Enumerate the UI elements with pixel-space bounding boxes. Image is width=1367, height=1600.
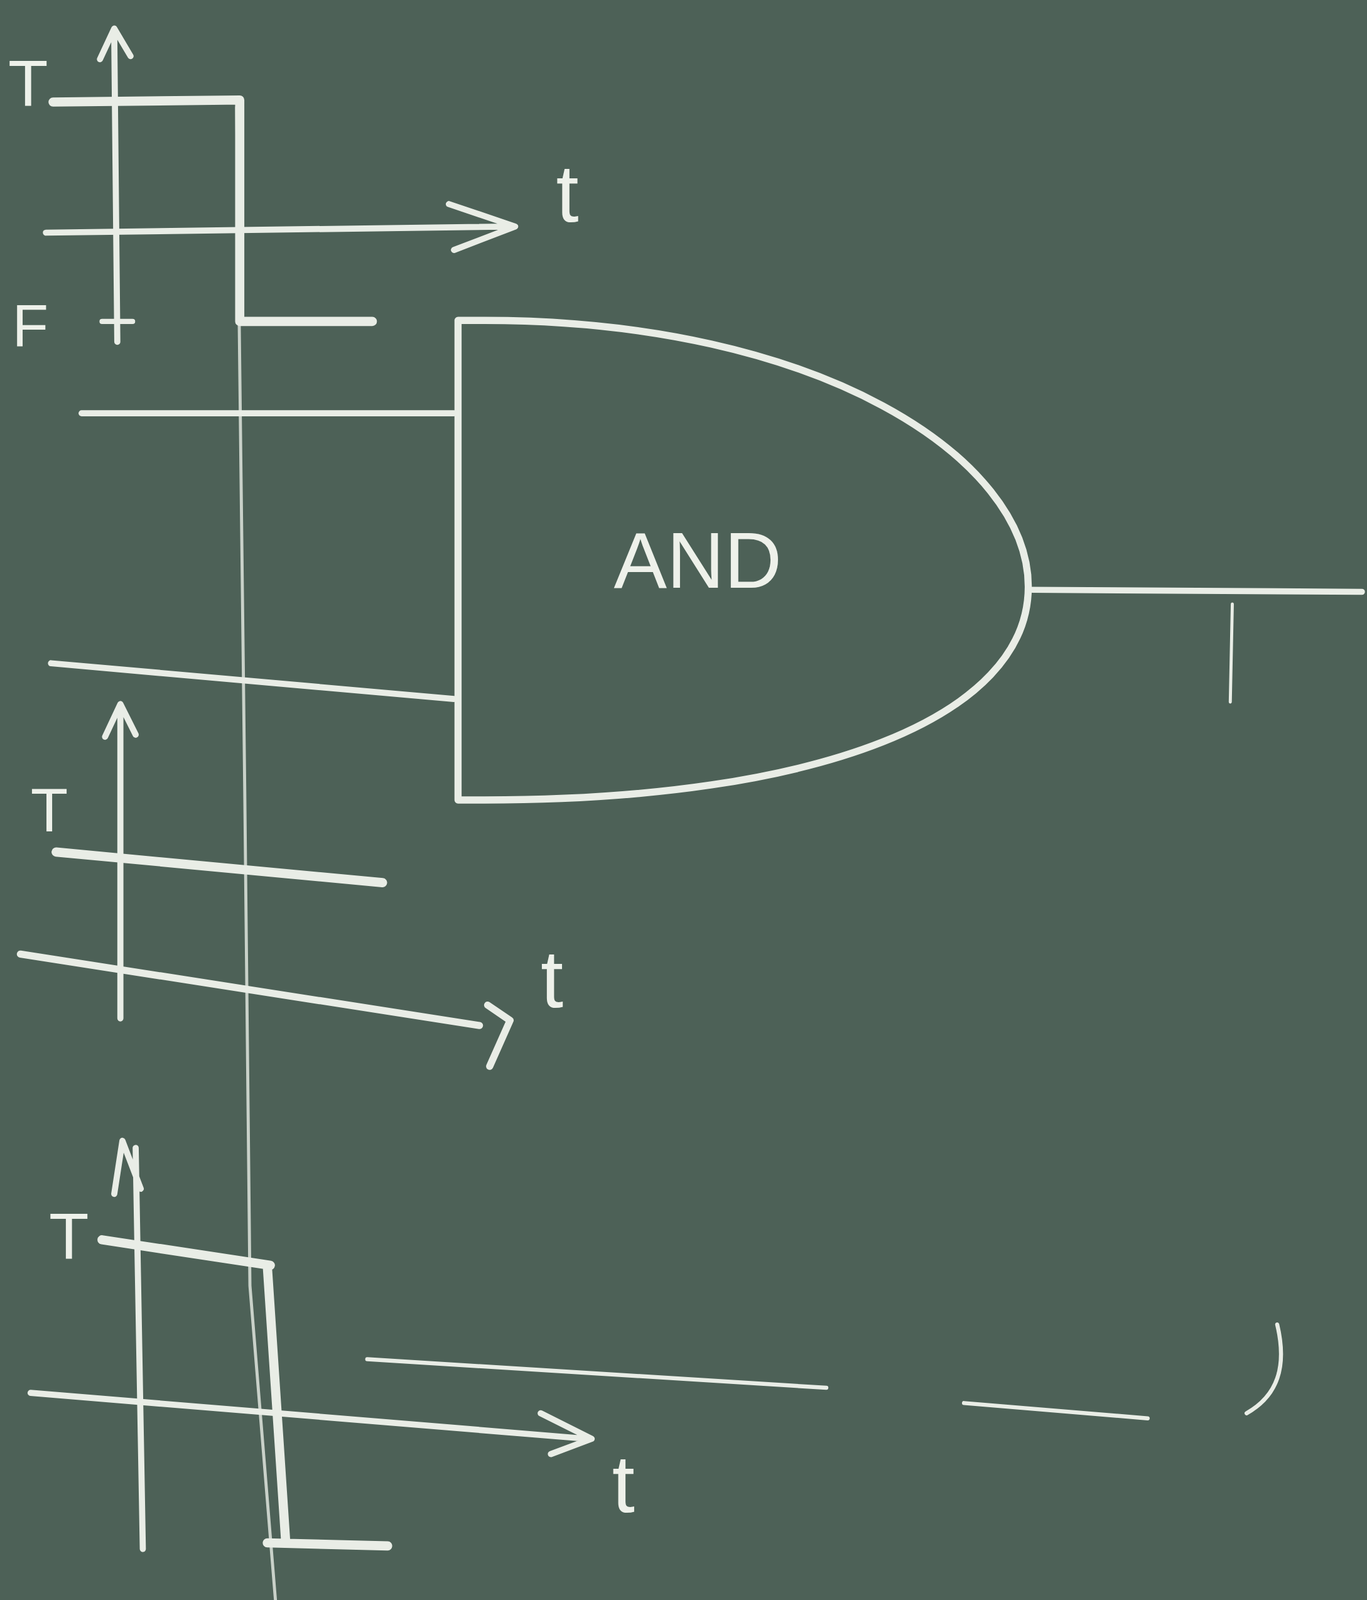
time-axis [20, 953, 510, 1067]
axis-tick [101, 318, 133, 325]
time-axis [30, 1392, 593, 1455]
value-axis [114, 1140, 143, 1550]
axis-label-time: t [612, 1443, 635, 1526]
value-axis [99, 28, 131, 343]
input-wire [81, 410, 454, 417]
input-signal-b [55, 852, 383, 883]
time-axis [45, 204, 515, 250]
bracket [1246, 1324, 1281, 1413]
time-marker [236, 107, 276, 1600]
output-wire [1032, 589, 1362, 592]
tick-mark [1230, 604, 1232, 703]
axis-label-time: t [555, 153, 579, 235]
level-true: T [48, 1204, 90, 1270]
input-wire [50, 663, 454, 699]
level-true: T [8, 50, 49, 117]
and-gate: AND [453, 316, 1034, 805]
output-trace [367, 1359, 1148, 1419]
level-true: T [30, 780, 69, 843]
gate-label: AND [613, 520, 782, 601]
gate-outline-path [457, 320, 1028, 800]
level-false: F [11, 295, 49, 355]
input-signal-a [52, 99, 372, 322]
axis-label-time: t [540, 938, 564, 1021]
output-signal [101, 1239, 388, 1546]
